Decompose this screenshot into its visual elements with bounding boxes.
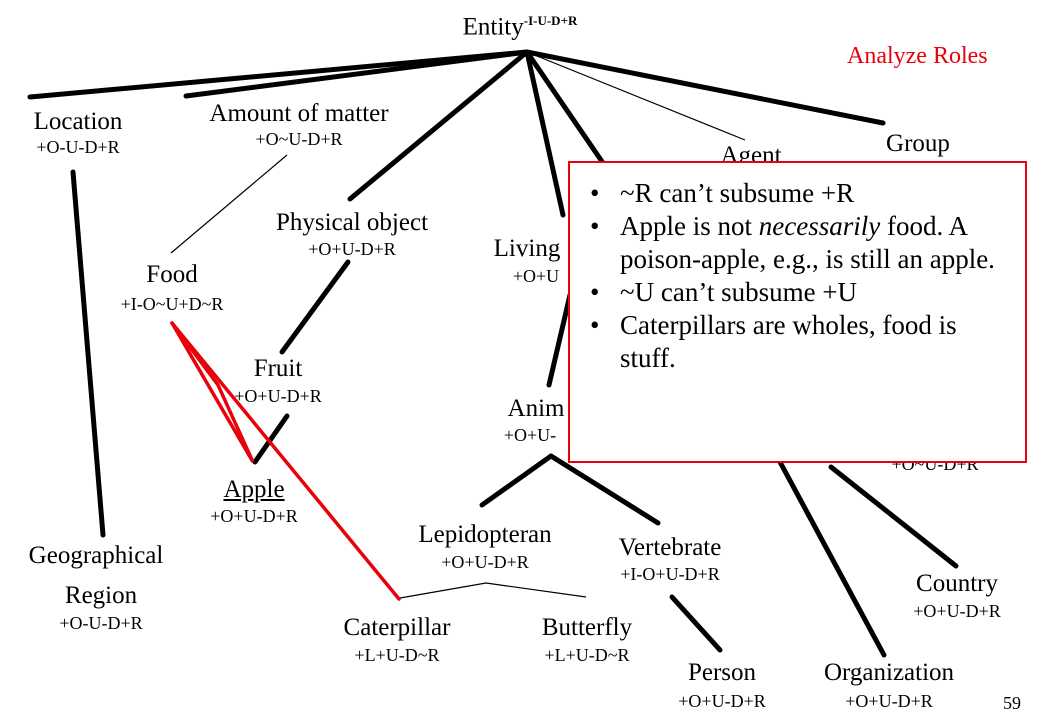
bullet-icon: •	[590, 310, 600, 340]
node-country-name: Country	[916, 570, 998, 597]
node-organization-name: Organization	[823, 659, 955, 686]
edge-group-organization	[777, 459, 887, 658]
node-apple-props: +O+U-D+R	[210, 506, 298, 526]
note-item: • ~U can’t subsume +U	[586, 276, 1017, 309]
node-entity-name: Entity	[462, 13, 524, 41]
node-vertebrate-props: +I-O+U-D+R	[620, 564, 720, 584]
note-item-text: ~U can’t subsume +U	[620, 277, 858, 307]
edge-group-country	[828, 464, 959, 569]
note-item-text: food. A poison-apple, e.g., is still an …	[620, 211, 995, 274]
edge-entity-amount	[183, 49, 530, 99]
edge-location-geo	[70, 169, 106, 538]
note-item-text: necessarily	[758, 211, 881, 241]
thick-edges	[27, 49, 959, 658]
node-vertebrate-name: Vertebrate	[618, 534, 722, 561]
node-geo-props: +O-U-D+R	[59, 613, 143, 633]
edge-entity-agent	[526, 51, 746, 141]
node-fruit-name: Fruit	[253, 355, 303, 382]
edge-amount-food	[170, 154, 288, 254]
bullet-icon: •	[590, 211, 600, 241]
node-living-name: Living	[493, 235, 561, 262]
node-lepidopteran-name: Lepidopteran	[418, 521, 552, 548]
edge-vertebrate-person	[669, 594, 723, 653]
edge-lepidopteran-children	[399, 582, 587, 599]
edge-entity-mid	[524, 49, 606, 166]
note-item-text: Caterpillars are wholes, food is stuff.	[620, 310, 957, 373]
node-animal-name: Anim	[507, 395, 565, 422]
node-geo-name-line2: Region	[64, 582, 138, 609]
note-item: • Apple is not necessarily food. A poison…	[586, 210, 1017, 276]
edge-fruit-apple	[252, 413, 290, 465]
node-caterpillar-props: +L+U-D~R	[354, 645, 440, 665]
node-group-name: Group	[886, 130, 950, 157]
edge-entity-living	[524, 49, 566, 218]
node-location-name: Location	[33, 108, 123, 135]
edge-living-animal	[546, 292, 573, 388]
edge-entity-physical	[347, 49, 530, 202]
node-lepidopteran-props: +O+U-D+R	[441, 552, 529, 572]
thin-edges	[170, 51, 746, 599]
edge-physical-fruit	[279, 259, 351, 355]
node-location-props: +O-U-D+R	[36, 137, 120, 157]
red-edge-food-apple	[170, 321, 255, 463]
edge-animal-lepidopteran	[479, 453, 554, 508]
node-person-name: Person	[687, 659, 757, 686]
node-physical-name: Physical object	[275, 209, 429, 236]
slide-title: Analyze Roles	[847, 43, 988, 69]
red-edge-food-caterpillar	[170, 321, 401, 601]
bullet-icon: •	[590, 178, 600, 208]
node-amount-name: Amount of matter	[209, 100, 389, 127]
node-fruit-props: +O+U-D+R	[234, 386, 322, 406]
node-apple-name: Apple	[223, 476, 285, 503]
node-living-props: +O+U	[512, 266, 560, 286]
slide-number: 59	[1003, 693, 1021, 713]
note-item: • ~R can’t subsume +R	[586, 177, 1017, 210]
node-country-props: +O+U-D+R	[913, 601, 1001, 621]
note-item-text: Apple is not	[620, 211, 759, 241]
node-entity: Entity-I-U-D+R	[463, 14, 578, 39]
node-amount-props: +O~U-D+R	[255, 129, 343, 149]
note-box: • ~R can’t subsume +R • Apple is not necess…	[568, 161, 1027, 463]
node-physical-props: +O+U-D+R	[308, 239, 396, 259]
node-caterpillar-name: Caterpillar	[343, 614, 451, 641]
node-geo-name-line1: Geographical	[28, 542, 164, 569]
note-item-text: ~R can’t subsume +R	[620, 178, 855, 208]
node-food-name: Food	[146, 261, 198, 288]
note-list: • ~R can’t subsume +R • Apple is not necess…	[586, 177, 1017, 375]
node-person-props: +O+U-D+R	[678, 691, 766, 711]
node-butterfly-name: Butterfly	[541, 614, 633, 641]
edge-entity-group	[524, 49, 886, 126]
node-food-props: +I-O~U+D~R	[120, 294, 224, 314]
note-item: • Caterpillars are wholes, food is stuff.	[586, 309, 1017, 375]
edge-entity-location	[27, 49, 530, 100]
bullet-icon: •	[590, 277, 600, 307]
node-organization-props: +O+U-D+R	[845, 691, 933, 711]
node-entity-props: -I-U-D+R	[523, 13, 578, 28]
edge-animal-vertebrate	[548, 453, 661, 526]
node-butterfly-props: +L+U-D~R	[544, 645, 630, 665]
node-animal-props: +O+U-	[503, 425, 557, 445]
red-highlight-edges	[170, 321, 401, 601]
